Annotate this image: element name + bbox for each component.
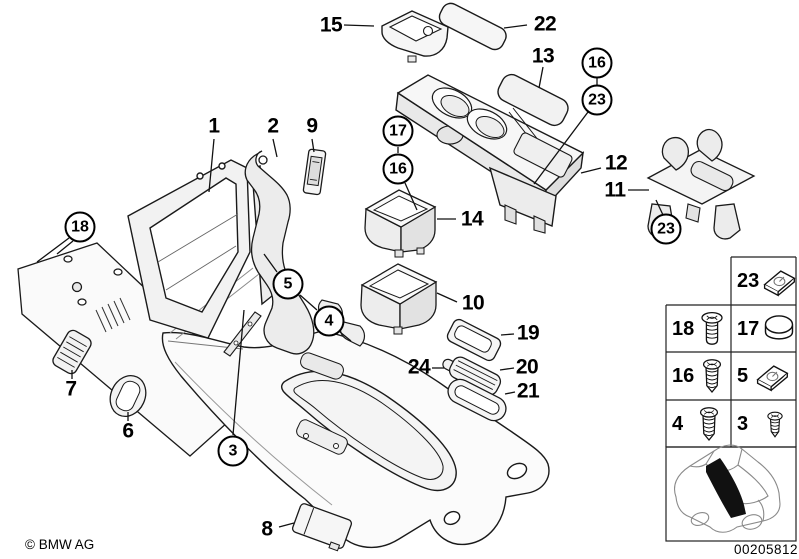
callout-1: 1 — [208, 114, 220, 138]
callout-10: 10 — [461, 291, 485, 315]
copyright-notice: © BMW AG — [25, 537, 95, 552]
callout-20: 20 — [515, 355, 539, 379]
part-19-tray — [446, 318, 502, 362]
part-10-storage-bin — [360, 263, 438, 335]
highlighted-console-area — [706, 458, 746, 518]
part-1-console-frame — [127, 159, 273, 339]
callout-14: 14 — [460, 207, 484, 231]
callout-11: 11 — [604, 178, 626, 202]
part-console-body — [161, 267, 550, 548]
callout-8: 8 — [261, 517, 273, 541]
part-18-side-panel — [17, 242, 259, 457]
part-8-cover-lid — [291, 503, 353, 552]
legend-number-23: 23 — [737, 270, 760, 292]
part-9-switch-module — [302, 148, 327, 196]
legend-cell-17: 17 — [731, 305, 796, 352]
legend-number-16: 16 — [672, 365, 695, 387]
callout-13: 13 — [531, 44, 555, 68]
part-11-cupholder-insert — [646, 128, 756, 240]
cover-cap-icon — [761, 309, 797, 349]
small-screw-icon — [760, 405, 790, 443]
callout-circled-16-b: 16 — [382, 153, 414, 185]
callout-circled-3: 3 — [217, 435, 249, 467]
legend-number-18: 18 — [672, 317, 695, 340]
callout-9: 9 — [306, 114, 318, 138]
part-22-rubber-mat — [438, 2, 507, 51]
legend-cell-3: 3 — [731, 400, 796, 447]
callout-circled-4: 4 — [313, 305, 345, 337]
callout-7: 7 — [65, 377, 77, 401]
part-15-storage-bin — [381, 10, 449, 63]
tapping-screw-icon — [696, 356, 728, 396]
part-12-cupholder-tray — [395, 74, 585, 234]
legend-number-17: 17 — [737, 317, 760, 340]
callout-circled-5: 5 — [272, 268, 304, 300]
car-locator-illustration — [673, 444, 781, 533]
callout-circled-17: 17 — [382, 115, 414, 147]
callout-19: 19 — [516, 321, 540, 345]
callout-6: 6 — [122, 419, 134, 443]
part-6-cover — [109, 375, 147, 417]
legend-number-4: 4 — [672, 412, 684, 435]
legend-cell-23: 23 — [731, 257, 796, 305]
callout-21: 21 — [516, 379, 540, 403]
callout-24: 24 — [407, 355, 431, 379]
legend-cell-18: 18 — [666, 305, 731, 352]
legend-cell-5: 5 — [731, 352, 796, 400]
leader-lines — [36, 24, 664, 528]
callout-circled-23-a: 23 — [581, 84, 613, 116]
callout-22: 22 — [533, 12, 557, 36]
legend-cell-4: 4 — [666, 400, 731, 447]
part-7-vent-grille — [52, 329, 92, 375]
callout-2: 2 — [267, 114, 279, 138]
callout-circled-16-a: 16 — [581, 47, 613, 79]
clip-nut-icon — [761, 261, 797, 301]
clip-nut-icon — [754, 356, 790, 396]
part-2-bracket — [244, 150, 315, 355]
legend-number-5: 5 — [737, 365, 749, 387]
legend-cell-16: 16 — [666, 352, 731, 400]
callout-12: 12 — [604, 151, 628, 175]
callout-15: 15 — [319, 13, 343, 37]
diagram-document-number: 00205812 — [734, 542, 799, 557]
legend-grid — [665, 256, 797, 542]
part-21-trim-ring — [447, 378, 507, 422]
callout-circled-18: 18 — [64, 211, 96, 243]
part-14-storage-bin — [364, 189, 437, 258]
legend-number-3: 3 — [737, 412, 749, 435]
pan-head-screw-icon — [696, 309, 728, 349]
tapping-screw-icon — [693, 404, 725, 444]
callout-circled-23-b: 23 — [650, 213, 682, 245]
